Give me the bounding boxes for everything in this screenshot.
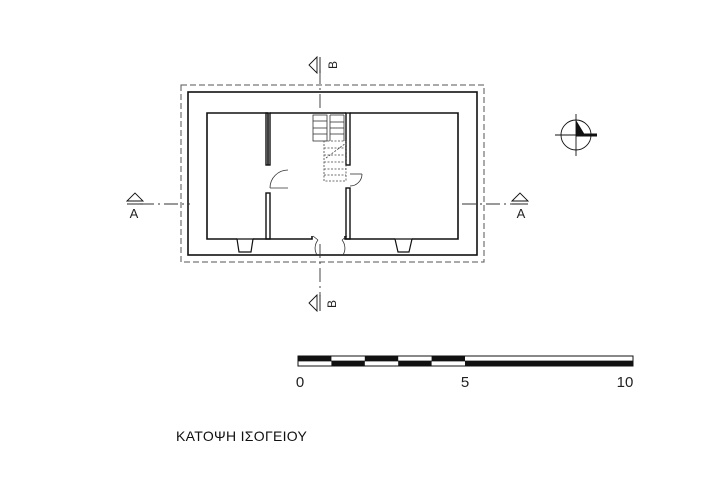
door-swing-left-room xyxy=(269,169,289,189)
section-marker-a-left: Α xyxy=(125,192,145,221)
scale-segment xyxy=(331,361,365,366)
scale-segment xyxy=(364,356,399,361)
partition-wall-left-upper xyxy=(265,112,271,166)
section-marker-a-right: Α xyxy=(510,192,530,221)
scale-bar xyxy=(297,355,634,367)
section-marker-b-top: Β xyxy=(308,55,340,75)
scale-segment xyxy=(431,356,465,361)
entrance-double-door xyxy=(312,235,348,256)
left-room-walls xyxy=(206,112,313,240)
partition-wall-right-upper xyxy=(345,112,351,166)
scale-label-10: 10 xyxy=(617,374,634,391)
section-label-b-top: Β xyxy=(326,61,340,69)
partition-wall-left-lower xyxy=(265,192,271,240)
scale-segment xyxy=(298,356,332,361)
section-label-a-right: Α xyxy=(517,206,526,221)
section-marker-b-bottom: Β xyxy=(308,293,339,313)
window-sills xyxy=(236,238,413,253)
outer-wall xyxy=(187,91,478,256)
site-boundary-dashed xyxy=(180,84,485,263)
section-label-b-bottom: Β xyxy=(325,300,339,308)
plan-title: ΚΑΤΟΨΗ ΙΣΟΓΕΙΟΥ xyxy=(176,428,308,444)
staircase xyxy=(312,114,345,142)
section-label-a-left: Α xyxy=(130,206,139,221)
right-room-walls xyxy=(344,112,459,240)
scale-label-5: 5 xyxy=(461,374,469,391)
staircase-lower-dashed xyxy=(323,140,347,182)
partition-wall-right-lower xyxy=(345,187,351,240)
scale-label-0: 0 xyxy=(296,374,304,391)
scale-segment xyxy=(465,361,633,366)
scale-segment xyxy=(398,361,432,366)
door-swing-right-room xyxy=(349,173,363,187)
compass-icon xyxy=(555,114,597,156)
